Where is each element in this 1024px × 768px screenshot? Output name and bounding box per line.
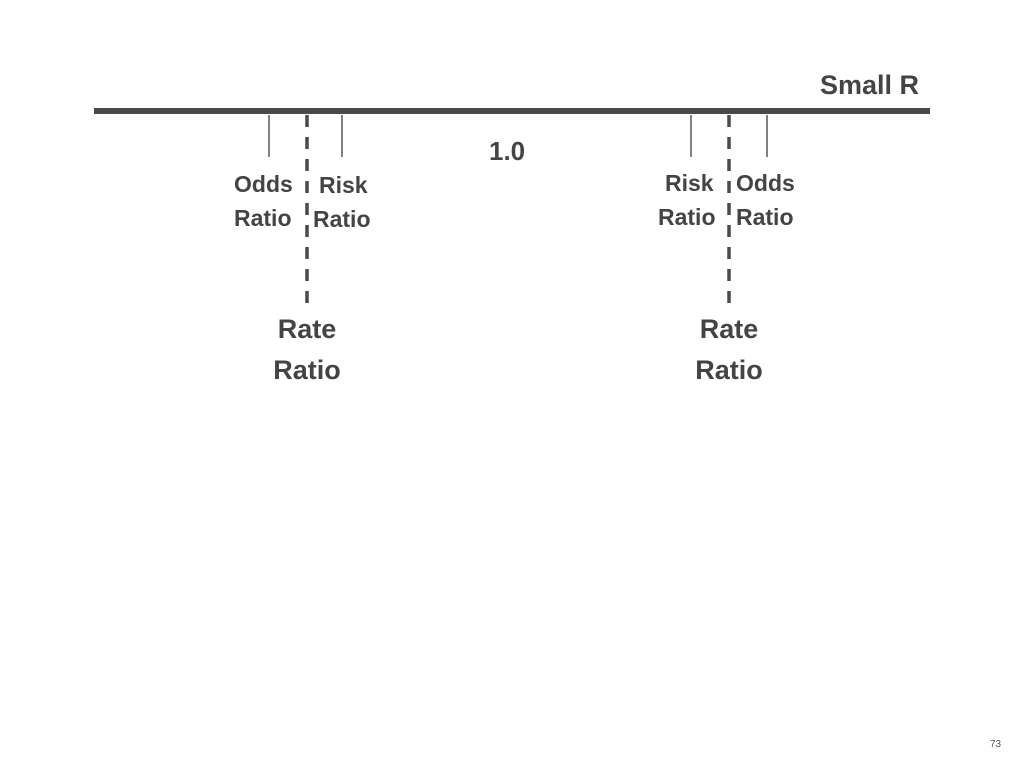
left-risk-ratio-line-2: Ratio <box>313 206 371 232</box>
left-risk-ratio-line-1: Risk <box>319 172 368 198</box>
right-rate-ratio-label: Rate Ratio <box>689 309 769 391</box>
right-odds-ratio-line-2: Ratio <box>736 204 794 230</box>
diagram-title: Small R <box>820 70 920 100</box>
left-odds-ratio-line-2: Ratio <box>234 205 292 231</box>
left-odds-ratio-line-1: Odds <box>234 171 293 197</box>
left-rate-ratio-label: Rate Ratio <box>267 309 347 391</box>
right-rate-ratio-line-1: Rate <box>699 314 759 344</box>
null-value-label: 1.0 <box>489 136 526 166</box>
left-odds-ratio-label: Odds Ratio <box>234 167 293 235</box>
right-odds-ratio-line-1: Odds <box>736 170 795 196</box>
right-risk-ratio-line-1: Risk <box>665 170 714 196</box>
left-risk-ratio-label: Risk Ratio <box>313 168 371 236</box>
right-risk-ratio-label: Risk Ratio <box>658 166 716 234</box>
right-risk-ratio-line-2: Ratio <box>658 204 716 230</box>
right-rate-ratio-line-2: Ratio <box>695 355 763 385</box>
page-number: 73 <box>990 739 1002 750</box>
left-rate-ratio-line-1: Rate <box>277 314 337 344</box>
right-odds-ratio-label: Odds Ratio <box>736 166 795 234</box>
left-rate-ratio-line-2: Ratio <box>273 355 341 385</box>
